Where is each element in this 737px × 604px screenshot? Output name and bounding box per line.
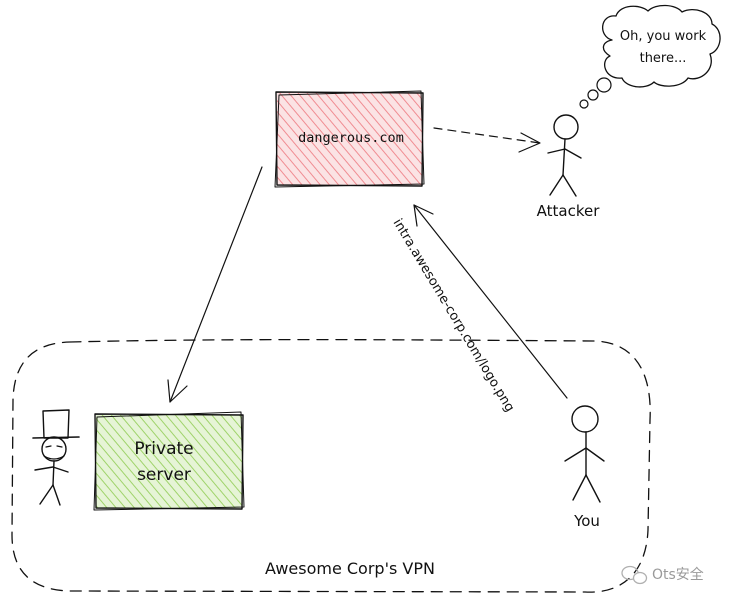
watermark-label: Ots安全: [652, 566, 704, 583]
you-figure: [564, 405, 605, 503]
attacker-label: Attacker: [537, 202, 601, 220]
private-server-label-line2: server: [137, 465, 191, 485]
dangerous-site-node: dangerous.com: [274, 90, 425, 188]
top-hat-figure: [32, 409, 80, 506]
request-path-label: intra.awesome-corp.com/logo.png: [390, 216, 517, 414]
arrow-you-to-dangerous: [413, 204, 568, 399]
private-server-label-line1: Private: [134, 439, 193, 459]
wechat-icon: [621, 565, 648, 585]
watermark: Ots安全: [621, 565, 704, 585]
vpn-label: Awesome Corp's VPN: [265, 559, 435, 578]
thought-bubble-line2: there...: [640, 51, 687, 66]
arrow-dangerous-to-attacker: [433, 127, 541, 153]
attacker-figure: [547, 114, 582, 197]
private-server-node: Private server: [93, 411, 245, 511]
arrow-dangerous-to-private: [167, 166, 263, 403]
vpn-boundary: [11, 338, 651, 593]
you-label: You: [573, 512, 600, 530]
thought-bubble: Oh, you work there...: [579, 4, 721, 109]
thought-bubble-line1: Oh, you work: [620, 29, 707, 44]
dangerous-site-label: dangerous.com: [298, 130, 404, 146]
